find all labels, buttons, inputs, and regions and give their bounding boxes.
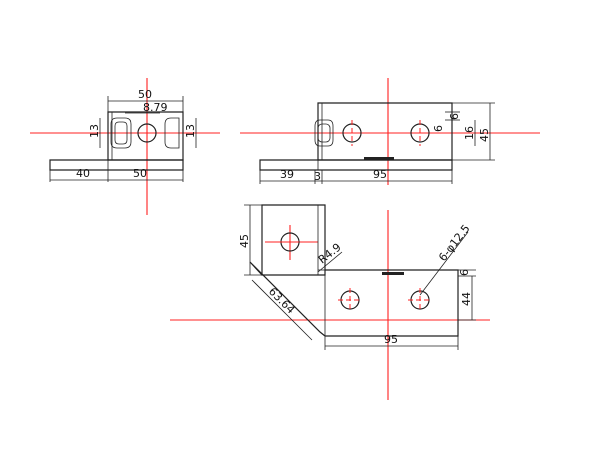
top-view-angled-part <box>249 261 326 337</box>
left-slot <box>110 117 132 149</box>
dim-45: 45 <box>478 128 491 142</box>
dim-6: 6 <box>458 269 471 276</box>
dim-45: 45 <box>238 234 251 248</box>
left-view-flange <box>49 159 184 171</box>
weld-mark <box>382 272 404 275</box>
dim-left-13: 13 <box>88 124 101 138</box>
front-slot <box>314 119 334 147</box>
left-view-hole <box>137 123 157 143</box>
dim-holes-callout: 6-φ12.5 <box>436 222 473 264</box>
dim-right-13: 13 <box>184 124 197 138</box>
dim-95: 95 <box>384 333 398 346</box>
dim-base-left: 40 <box>76 167 90 180</box>
top-view: 45 R4.9 6-φ12.5 6 44 63.64 95 <box>170 204 490 400</box>
dim-3: 3 <box>314 170 321 183</box>
dim-line <box>419 231 469 296</box>
dim-16: 16 <box>463 126 476 140</box>
top-view-upper-plate <box>261 204 326 276</box>
dim-line <box>251 279 313 341</box>
left-view: 50 8.79 13 13 40 50 <box>30 78 220 215</box>
dim-39: 39 <box>280 168 294 181</box>
dim-6-mid: 6 <box>432 125 445 132</box>
dim-line <box>317 251 343 273</box>
dim-95: 95 <box>373 168 387 181</box>
dim-slot: 8.79 <box>143 101 168 114</box>
weld-mark <box>364 157 394 160</box>
dim-63: 63.64 <box>266 285 297 316</box>
left-view-outline <box>107 111 184 161</box>
front-slot-inner <box>317 123 331 143</box>
dim-width-top: 50 <box>138 88 152 101</box>
dim-base-right: 50 <box>133 167 147 180</box>
top-view-lower-plate <box>325 269 459 337</box>
dim-6-top: 6 <box>448 113 461 120</box>
left-slot-inner <box>114 121 128 145</box>
dim-44: 44 <box>460 292 473 306</box>
front-view: 39 3 95 6 6 16 45 <box>240 78 540 185</box>
right-slot <box>164 117 180 149</box>
